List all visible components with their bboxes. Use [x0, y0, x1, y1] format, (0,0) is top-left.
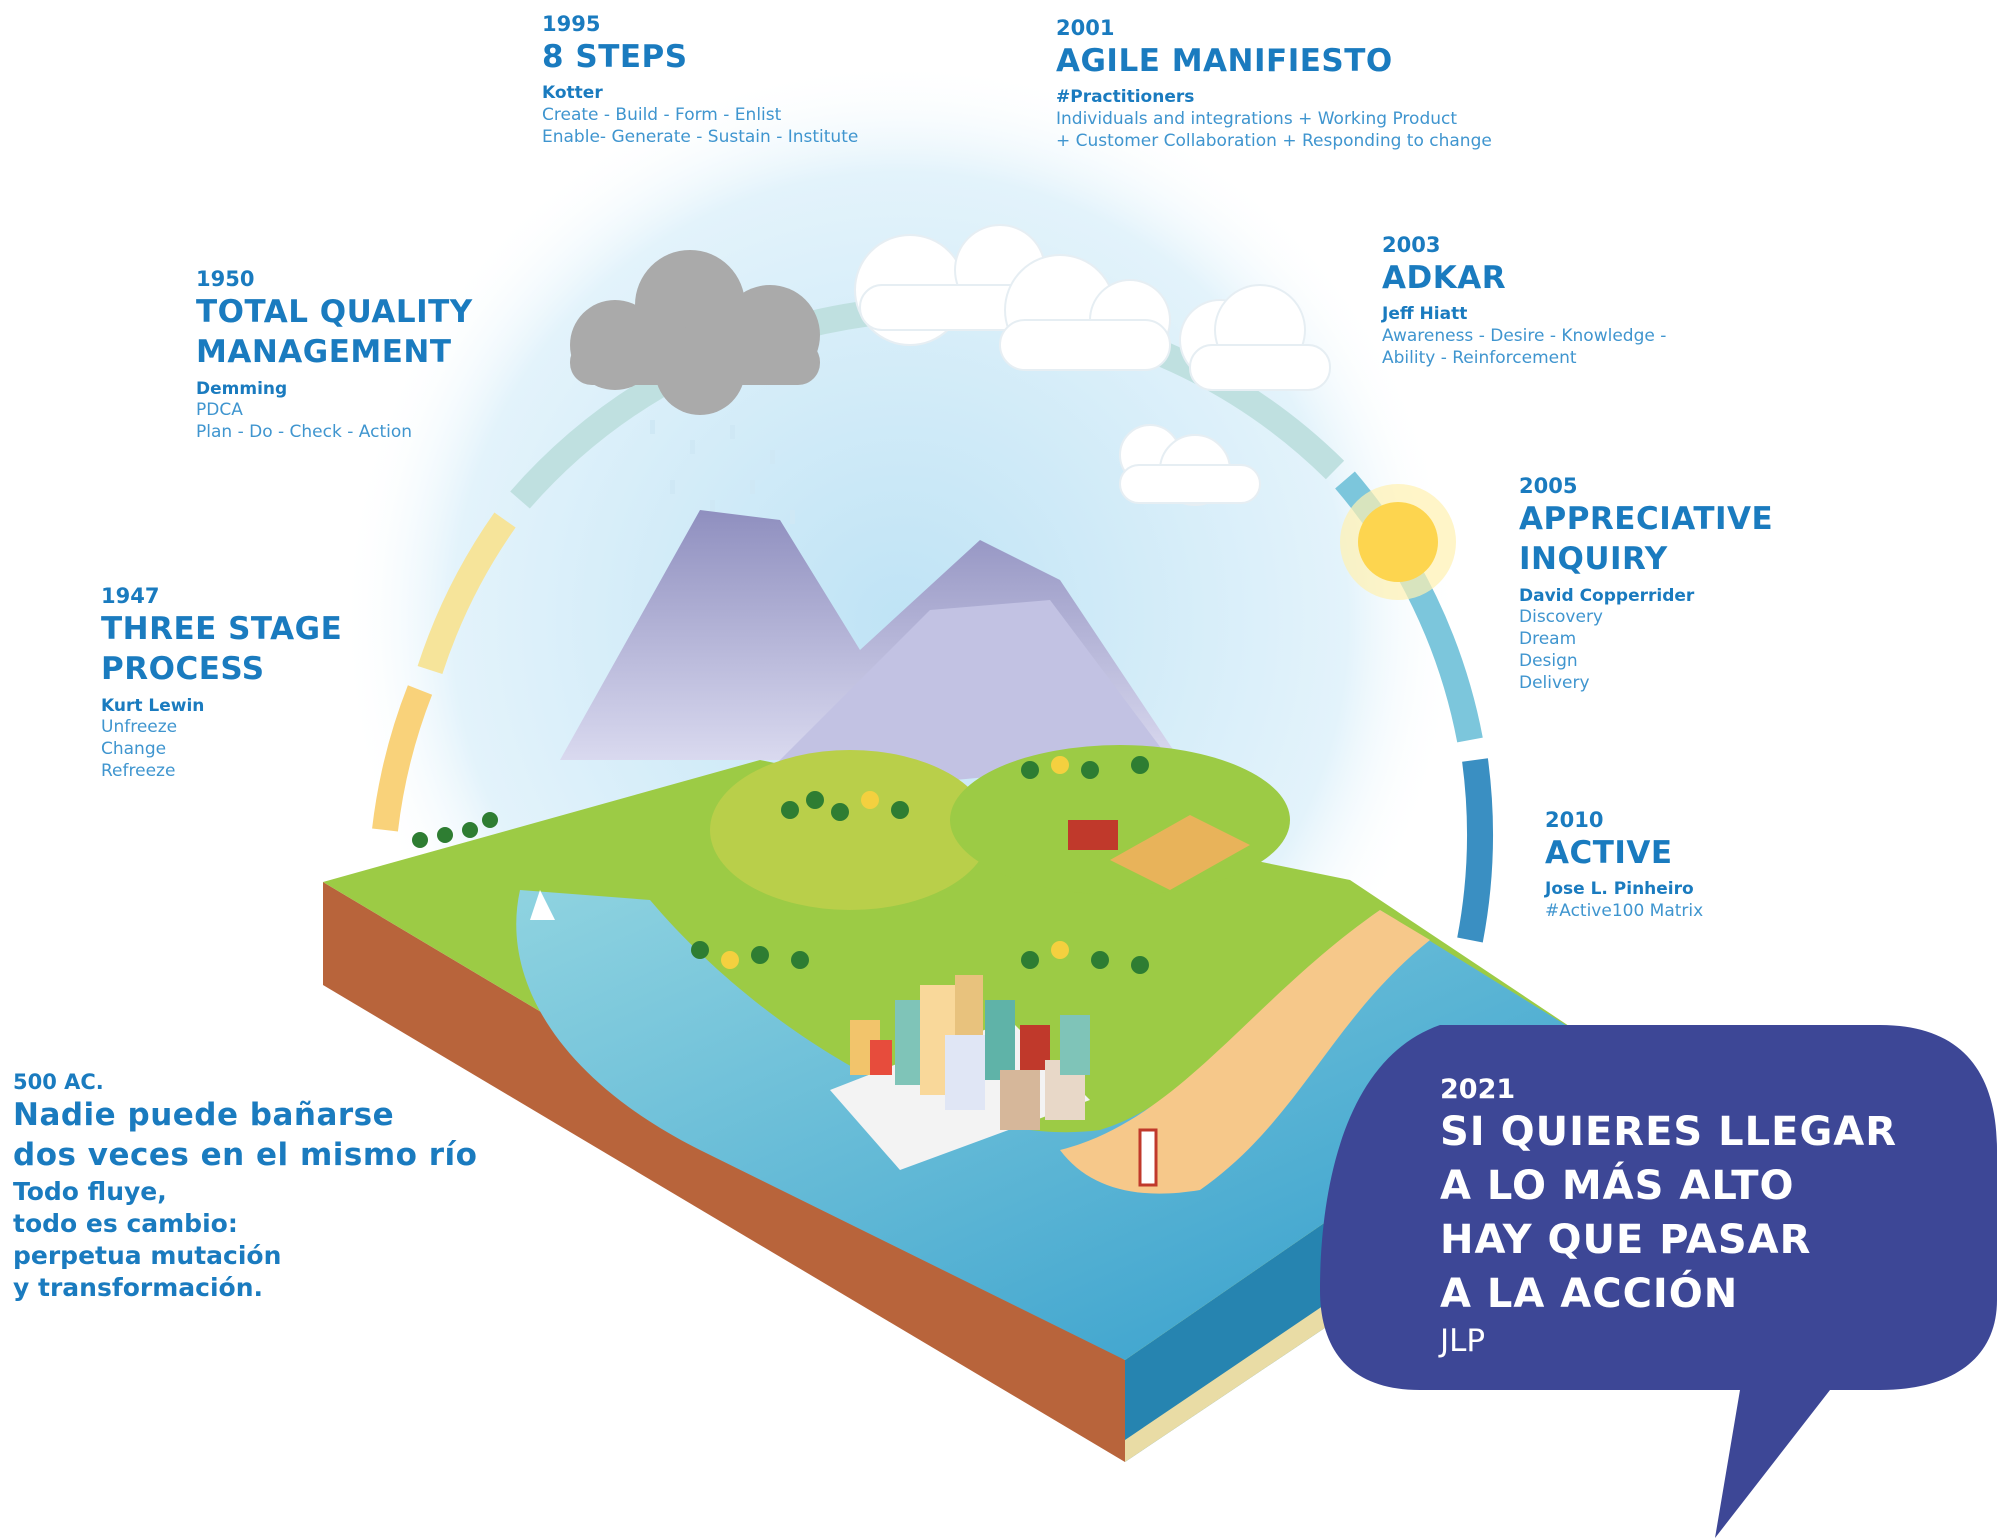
milestone-line: Discovery — [1519, 607, 1603, 628]
quote-line: todo es cambio: — [13, 1208, 238, 1238]
milestone-2003: 2003 ADKAR Jeff Hiatt Awareness - Desire… — [1382, 233, 1666, 369]
milestone-year: 2010 — [1545, 808, 1604, 832]
milestone-line: #Active100 Matrix — [1545, 900, 1704, 921]
trees — [412, 756, 1149, 974]
milestone-line: + Customer Collaboration + Responding to… — [1056, 130, 1492, 151]
city-buildings — [850, 975, 1090, 1130]
milestone-2010: 2010 ACTIVE Jose L. Pinheiro #Active100 … — [1545, 808, 1703, 922]
bubble-line: HAY QUE PASAR — [1440, 1217, 1812, 1263]
milestone-line: Enable- Generate - Sustain - Institute — [542, 126, 859, 147]
milestone-1950: 1950 TOTAL QUALITY MANAGEMENT Demming PD… — [196, 267, 473, 443]
sun — [1358, 502, 1438, 582]
bubble-line: A LO MÁS ALTO — [1440, 1163, 1795, 1209]
milestone-title: APPRECIATIVE — [1519, 501, 1774, 538]
milestone-year: 2003 — [1382, 233, 1441, 257]
milestone-line: Design — [1519, 651, 1578, 672]
milestone-line: Dream — [1519, 629, 1577, 650]
rain-cloud — [570, 250, 820, 415]
soil-side — [323, 882, 1125, 1462]
milestone-year: 1950 — [196, 267, 255, 291]
milestone-line: Delivery — [1519, 673, 1590, 694]
milestone-year: 2001 — [1056, 16, 1115, 40]
milestone-year: 2005 — [1519, 474, 1578, 498]
milestone-2005: 2005 APPRECIATIVE INQUIRY David Copperri… — [1519, 474, 1773, 694]
lighthouse — [1138, 1128, 1158, 1187]
arrow-segment — [372, 685, 433, 832]
hill — [710, 750, 990, 910]
milestone-line: Individuals and integrations + Working P… — [1056, 108, 1458, 129]
milestone-line: PDCA — [196, 400, 243, 421]
milestone-title: TOTAL QUALITY — [196, 294, 473, 331]
milestone-title: MANAGEMENT — [196, 334, 452, 371]
milestone-line: Plan - Do - Check - Action — [196, 422, 413, 443]
beach — [1060, 910, 1430, 1194]
milestone-year: 1995 — [542, 12, 601, 36]
milestone-title: 8 STEPS — [542, 39, 688, 76]
arrow-segment — [417, 512, 516, 675]
rain-drops — [650, 420, 795, 524]
milestone-line: Create - Build - Form - Enlist — [542, 104, 782, 125]
milestone-title: THREE STAGE — [101, 611, 343, 648]
milestone-author: #Practitioners — [1056, 87, 1195, 108]
milestone-author: Jose L. Pinheiro — [1545, 879, 1694, 900]
milestone-title: ADKAR — [1382, 260, 1507, 297]
milestone-author: Kurt Lewin — [101, 695, 205, 716]
milestone-line: Change — [101, 739, 167, 760]
bubble-line: SI QUIERES LLEGAR — [1440, 1109, 1898, 1155]
milestone-author: Demming — [196, 378, 288, 399]
milestone-2001: 2001 AGILE MANIFIESTO #Practitioners Ind… — [1056, 16, 1492, 152]
sailboat — [530, 890, 555, 920]
quote-title: dos veces en el mismo río — [13, 1137, 478, 1174]
milestone-line: Ability - Reinforcement — [1382, 347, 1577, 368]
quote-title: Nadie puede bañarse — [13, 1097, 395, 1134]
milestone-author: Jeff Hiatt — [1382, 304, 1468, 325]
speech-bubble — [1320, 1025, 1997, 1538]
milestone-line: Unfreeze — [101, 717, 178, 738]
white-clouds — [854, 224, 1331, 506]
milestone-title: AGILE MANIFIESTO — [1056, 43, 1393, 80]
quote-year: 500 AC. — [13, 1070, 104, 1094]
bubble-signature: JLP — [1440, 1323, 1486, 1359]
milestone-line: Refreeze — [101, 761, 176, 782]
bubble-line: A LA ACCIÓN — [1440, 1271, 1739, 1317]
fields — [1110, 815, 1250, 890]
milestone-1947: 1947 THREE STAGE PROCESS Kurt Lewin Unfr… — [101, 584, 342, 782]
hill — [950, 745, 1290, 895]
milestone-title: PROCESS — [101, 651, 265, 688]
quote-line: Todo fluye, — [13, 1176, 167, 1206]
milestone-line: Awareness - Desire - Knowledge - — [1382, 325, 1667, 346]
arrow-segment — [1457, 758, 1493, 943]
quote-line: perpetua mutación — [13, 1240, 282, 1270]
bubble-content: 2021 SI QUIERES LLEGAR A LO MÁS ALTO HAY… — [1440, 1074, 1897, 1359]
milestone-author: David Copperrider — [1519, 585, 1695, 606]
bubble-year: 2021 — [1440, 1074, 1516, 1105]
milestone-1995: 1995 8 STEPS Kotter Create - Build - For… — [542, 12, 858, 148]
barn — [1068, 820, 1118, 850]
milestone-title: ACTIVE — [1545, 835, 1673, 872]
milestone-year: 1947 — [101, 584, 160, 608]
milestone-title: INQUIRY — [1519, 541, 1668, 578]
quote-line: y transformación. — [13, 1272, 263, 1302]
milestone-author: Kotter — [542, 83, 603, 104]
heraclitus-quote: 500 AC. Nadie puede bañarse dos veces en… — [13, 1070, 477, 1304]
